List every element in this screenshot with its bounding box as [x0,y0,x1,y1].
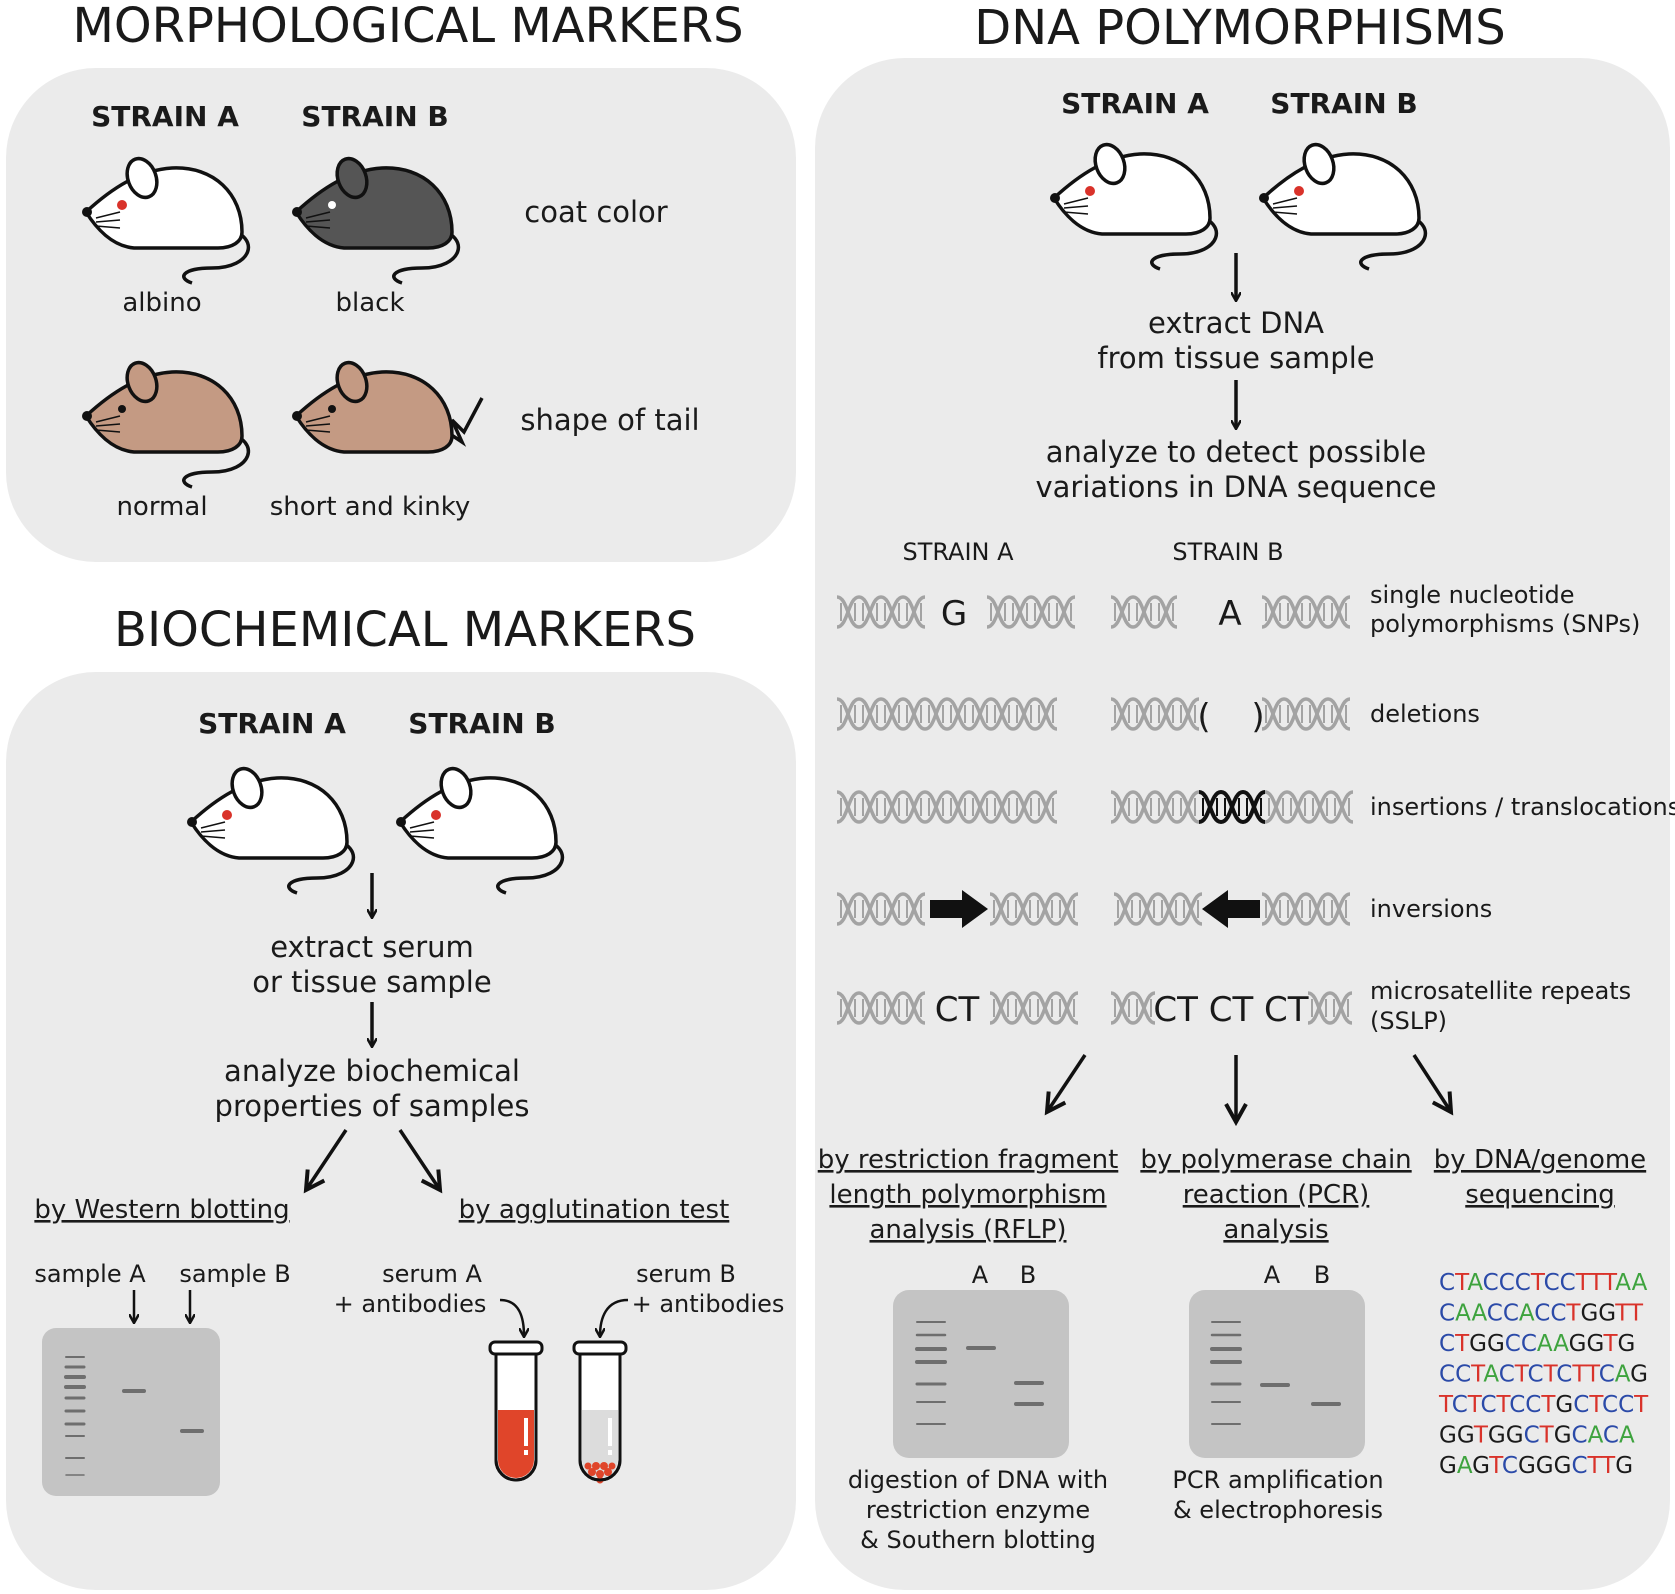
sequence-line: GGTGGCTGCACA [1439,1423,1635,1449]
arrow-seq [1412,1054,1451,1112]
pcr-l2: reaction (PCR) [1183,1180,1370,1210]
sequence-line: CTACCCTCCTTTAA [1439,1270,1648,1296]
normal-label: normal [116,492,207,522]
bio-arrow-agglut [398,1129,440,1190]
tube-a [488,1340,544,1482]
pcr-gel-a: A [1264,1261,1281,1289]
agglutination-label: by agglutination test [459,1195,730,1225]
dna-title: DNA POLYMORPHISMS [974,0,1505,56]
black-label: black [335,288,404,318]
serum-b-arrow [600,1298,629,1336]
bio-step2-l2: properties of samples [215,1089,530,1123]
serum-b-l2: + antibodies [632,1290,785,1318]
dna-mouse-a [1048,138,1218,271]
rflp-gel [893,1290,1069,1458]
sample-a-label: sample A [34,1260,146,1288]
dna-strain-a: STRAIN A [1061,87,1209,120]
inversions-label: inversions [1370,895,1492,923]
serum-b-l1: serum B [636,1260,736,1288]
seq-l1: by DNA/genome [1434,1145,1646,1175]
insertions-label: insertions / translocations [1370,793,1675,821]
morph-title: MORPHOLOGICAL MARKERS [72,0,743,54]
pcr-desc-l1: PCR amplification [1172,1466,1383,1494]
sequence-line: CAACCACCTGGTT [1439,1301,1644,1327]
deletions-label: deletions [1370,700,1480,728]
snp-label-l2: polymorphisms (SNPs) [1370,610,1640,638]
dna-step1-l1: extract DNA [1148,306,1324,340]
bio-step2-l1: analyze biochemical [224,1054,520,1088]
dna-sequence: CTACCCTCCTTTAA CAACCACCTGGTT CTGGCCAAGGTG C… [1438,1270,1649,1479]
morph-strain-b: STRAIN B [301,100,448,133]
rflp-gel-a: A [972,1261,989,1289]
dna-mouse-b [1257,138,1427,271]
bio-mouse-b [394,762,564,895]
pcr-l1: by polymerase chain [1140,1145,1411,1175]
inv-arrow-b [1202,890,1260,928]
bio-step1-l2: or tissue sample [252,965,491,999]
ms-repeat-b: CT CT CT [1153,990,1308,1030]
rflp-desc-l2: restriction enzyme [866,1496,1090,1524]
dna-panel [815,58,1670,1590]
bio-arrow-western [306,1129,348,1190]
seq-l2: sequencing [1465,1180,1615,1210]
dna-strain-b: STRAIN B [1270,87,1417,120]
pcr-desc-l2: & electrophoresis [1173,1496,1383,1524]
western-blot-gel [42,1328,220,1496]
rflp-l3: analysis (RFLP) [869,1215,1066,1245]
del-close-paren: ) [1251,697,1264,737]
mouse-kinky-tail [290,356,484,454]
morph-strain-a: STRAIN A [91,100,239,133]
western-label: by Western blotting [34,1195,289,1225]
bio-step1-l1: extract serum [270,930,474,964]
pcr-gel [1189,1290,1365,1458]
dna-step1-l2: from tissue sample [1097,341,1374,375]
ms-label-l2: (SSLP) [1370,1007,1447,1035]
snp-base-a: G [941,594,967,634]
bio-strain-b: STRAIN B [408,707,555,740]
mouse-albino [80,152,250,285]
rflp-desc-l1: digestion of DNA with [848,1466,1108,1494]
rflp-gel-b: B [1020,1261,1036,1289]
ms-repeat-a: CT [935,990,980,1030]
snp-label-l1: single nucleotide [1370,581,1575,609]
pcr-gel-b: B [1314,1261,1330,1289]
sequence-line: GAGTCGGGCTTG [1439,1453,1633,1479]
bio-title: BIOCHEMICAL MARKERS [114,602,696,658]
serum-a-arrow [499,1298,524,1336]
pcr-l3: analysis [1223,1215,1328,1245]
mouse-black [290,152,460,285]
rflp-l1: by restriction fragment [818,1145,1119,1175]
sequence-line: TCTCTCCTGCTCCT [1438,1392,1649,1418]
ms-label-l1: microsatellite repeats [1370,977,1631,1005]
tube-b [572,1340,628,1484]
sequence-line: CTGGCCAAGGTG [1439,1331,1635,1357]
del-open-paren: ( [1197,697,1210,737]
snp-base-b: A [1218,594,1241,634]
coat-color-label: coat color [524,195,668,229]
mouse-normal-tail [80,356,250,489]
col-strain-a: STRAIN A [902,538,1014,566]
kinky-label: short and kinky [270,492,471,522]
dna-step2-l2: variations in DNA sequence [1035,470,1436,504]
sample-b-label: sample B [179,1260,290,1288]
inv-arrow-a [930,890,988,928]
rflp-desc-l3: & Southern blotting [860,1526,1096,1554]
dna-step2-l1: analyze to detect possible [1046,435,1426,469]
albino-label: albino [122,288,201,318]
tail-shape-label: shape of tail [520,403,699,437]
arrow-rflp [1047,1054,1087,1112]
bio-strain-a: STRAIN A [198,707,346,740]
serum-a-l2: + antibodies [334,1290,487,1318]
col-strain-b: STRAIN B [1172,538,1283,566]
rflp-l2: length polymorphism [829,1180,1106,1210]
bio-mouse-a [185,762,355,895]
sequence-line: CCTACTCTCTTCAG [1439,1362,1648,1388]
serum-a-l1: serum A [382,1260,482,1288]
